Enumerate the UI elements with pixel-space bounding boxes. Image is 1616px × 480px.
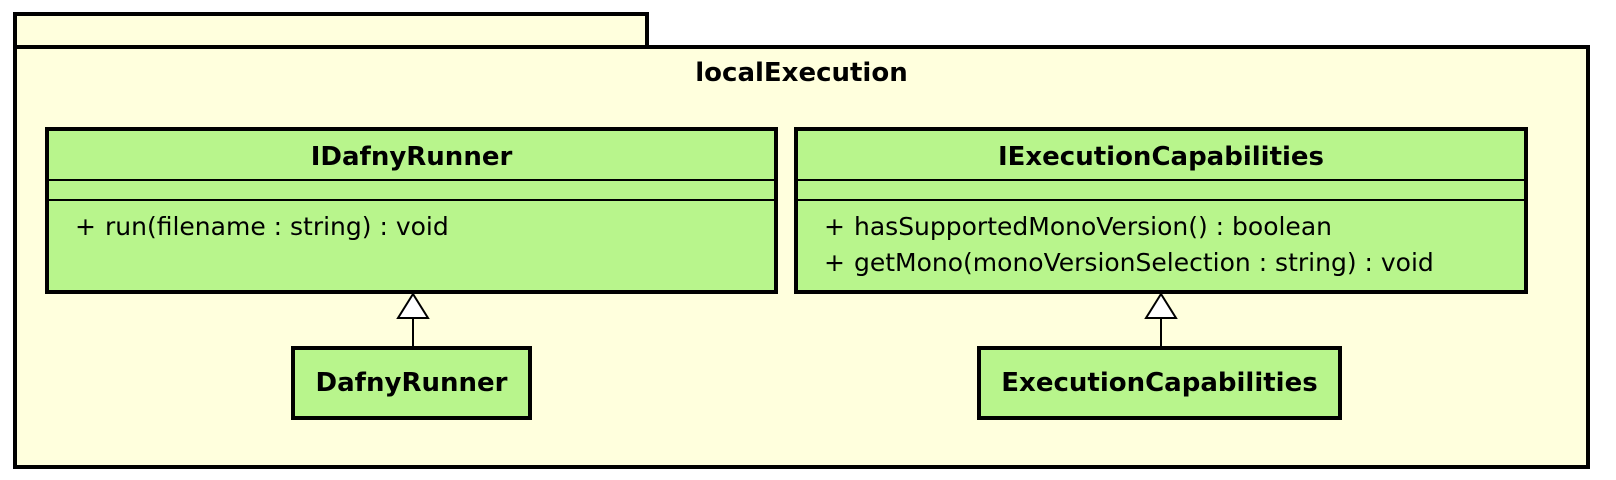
realization-edge-dafnyrunner bbox=[396, 292, 430, 346]
operation: + getMono(monoVersionSelection : string)… bbox=[824, 245, 1524, 281]
class-iexecutioncapabilities[interactable]: IExecutionCapabilities + hasSupportedMon… bbox=[794, 127, 1528, 294]
operation-visibility: + bbox=[824, 212, 845, 241]
attributes-compartment bbox=[49, 181, 774, 201]
class-name: IDafnyRunner bbox=[49, 131, 774, 181]
class-executioncapabilities[interactable]: ExecutionCapabilities bbox=[977, 346, 1342, 420]
operation-visibility: + bbox=[824, 248, 845, 277]
class-name: DafnyRunner bbox=[315, 368, 508, 398]
operation-signature: getMono(monoVersionSelection : string) :… bbox=[854, 248, 1434, 277]
operation-visibility: + bbox=[75, 212, 96, 241]
operation: + hasSupportedMonoVersion() : boolean bbox=[824, 209, 1524, 245]
operation-signature: run(filename : string) : void bbox=[105, 212, 449, 241]
realization-edge-executioncapabilities bbox=[1144, 292, 1178, 346]
operations-compartment: + run(filename : string) : void bbox=[49, 201, 774, 245]
class-idafnyrunner[interactable]: IDafnyRunner + run(filename : string) : … bbox=[45, 127, 778, 294]
operations-compartment: + hasSupportedMonoVersion() : boolean + … bbox=[798, 201, 1524, 281]
class-name: ExecutionCapabilities bbox=[1001, 368, 1318, 398]
operation: + run(filename : string) : void bbox=[75, 209, 774, 245]
class-name: IExecutionCapabilities bbox=[798, 131, 1524, 181]
class-dafnyrunner[interactable]: DafnyRunner bbox=[291, 346, 532, 420]
realization-arrowhead-icon bbox=[396, 292, 430, 319]
package-title: localExecution bbox=[695, 58, 908, 88]
realization-arrowhead-icon bbox=[1144, 292, 1178, 319]
operation-signature: hasSupportedMonoVersion() : boolean bbox=[854, 212, 1332, 241]
attributes-compartment bbox=[798, 181, 1524, 201]
